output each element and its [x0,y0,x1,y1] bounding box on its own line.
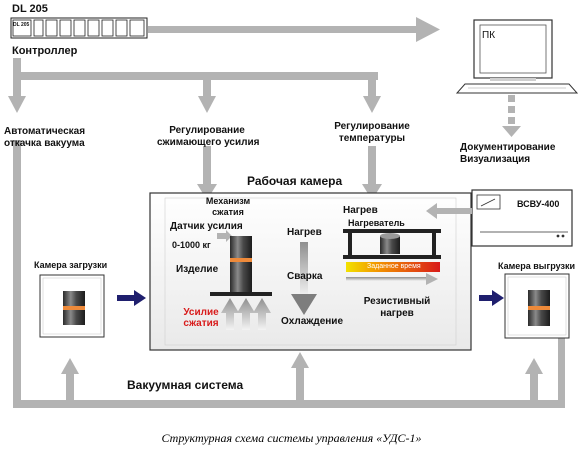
figure-caption: Структурная схема системы управления «УД… [161,431,422,445]
process-cooling-label: Охлаждение [281,316,344,327]
control-bus [8,58,381,113]
chamber-title: Рабочая камера [247,174,343,188]
power-unit [471,189,573,247]
mechanism-arrow [217,230,232,242]
arrow-load-to-chamber [117,290,146,306]
arrow-controller-to-pc [148,17,440,42]
process-heating-label: Нагрев [287,227,322,238]
mechanism-label: Механизм сжатия [205,196,251,217]
docs-label: Документирование Визуализация [460,142,556,165]
arrow-power-to-chamber [426,203,472,219]
force-label: Усилие сжатия [183,307,219,329]
unload-chamber [504,273,570,339]
set-time-bar [346,262,440,272]
vacuum-system-label: Вакуумная система [127,378,244,392]
process-welding-label: Сварка [287,271,323,282]
vacuum-pump-label: Автоматическая откачка вакуума [4,126,86,149]
controller-label: Контроллер [12,45,78,57]
process-arrow [291,242,317,315]
unload-chamber-label: Камера выгрузки [498,261,576,271]
controller-module-tag: DL 205 [13,22,30,28]
vacuum-pump-line [13,140,565,408]
load-chamber [39,274,105,338]
pc-computer [455,19,579,94]
resistive-arrow [346,273,438,285]
power-unit-label: ВСВУ-400 [517,199,560,209]
load-chamber-label: Камера загрузки [34,260,108,270]
temperature-line [362,146,382,200]
workpiece-label: Изделие [176,264,219,275]
vacuum-arrows [61,352,543,402]
force-arrows [221,298,271,330]
force-control-label: Регулирование сжимающего усилия [157,125,260,148]
arrow-chamber-to-unload [479,290,504,306]
pc-docs-link [502,95,521,137]
heating-top-label: Нагрев [343,205,378,216]
heater-label: Нагреватель [348,218,405,228]
heater-assembly [343,229,441,259]
force-line [197,146,217,200]
pc-label: ПК [482,30,496,41]
workpiece-cylinder [210,236,272,296]
force-range-label: 0-1000 кг [172,240,211,250]
controller-model: DL 205 [12,3,48,15]
sensor-label: Датчик усилия [170,221,243,232]
controller-rack [10,17,148,39]
resistive-label: Резистивный нагрев [363,296,431,319]
set-time-label: Заданное время [367,263,421,270]
temperature-control-label: Регулирование температуры [334,121,410,144]
